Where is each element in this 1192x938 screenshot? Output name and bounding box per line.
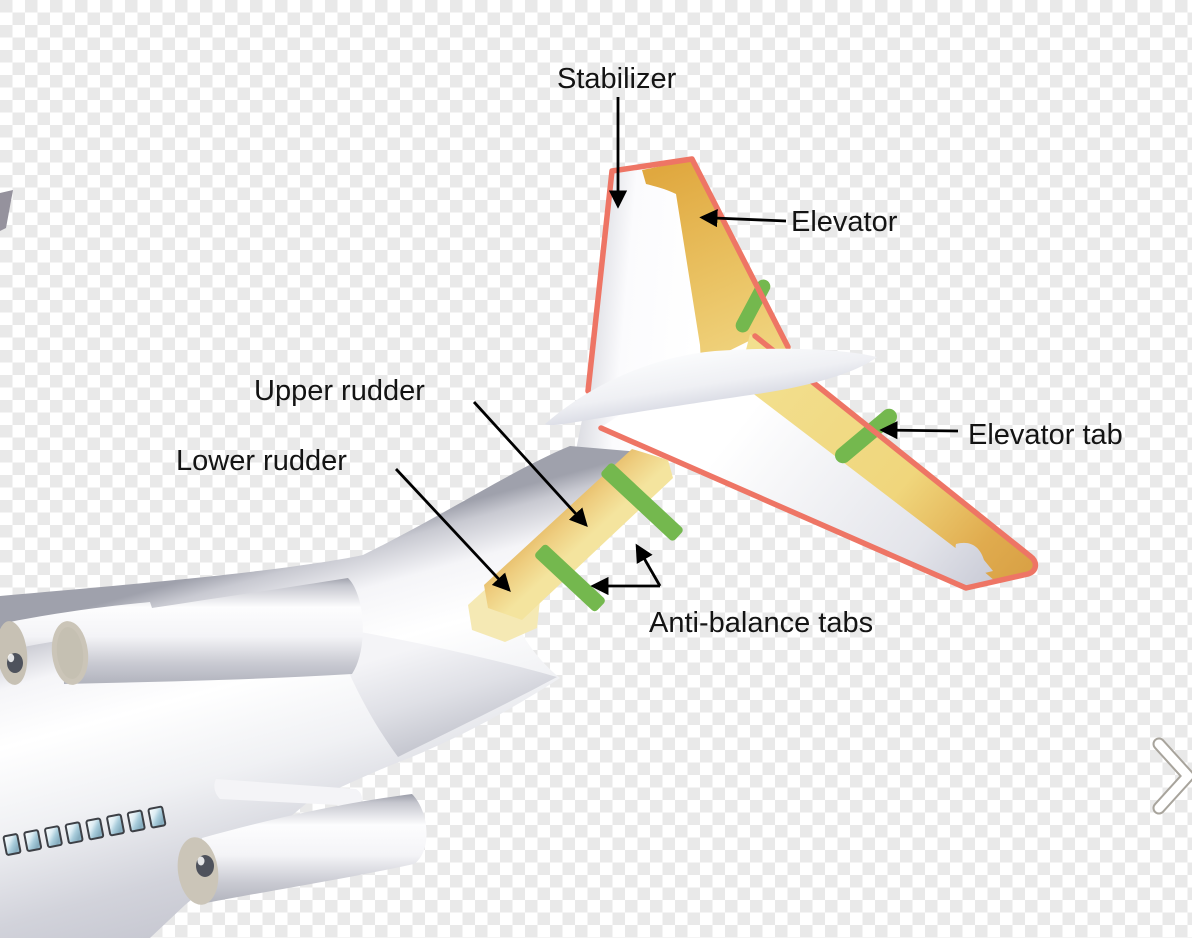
cabin-window [44, 825, 63, 849]
elevator-leader [699, 209, 787, 228]
stabilizer-outline [598, 333, 1039, 591]
elevator-notch [955, 542, 993, 577]
chevron-right-icon-face [1154, 739, 1192, 813]
next-image-button[interactable] [1152, 737, 1192, 815]
engine-nacelles [0, 578, 427, 905]
elevator-tab-leader [879, 421, 959, 440]
tailcone [332, 627, 557, 757]
lower-rudder-leader [394, 468, 511, 592]
anti-balance-tabs-label: Anti-balance tabs [649, 607, 873, 639]
lower-engine-nacelle [202, 794, 427, 903]
anti-balance-leader-upper [635, 543, 662, 587]
elevator-tab-label: Elevator tab [968, 419, 1123, 451]
lower-engine-highlight [197, 856, 205, 866]
cabin-window [126, 809, 146, 833]
upper-rudder-label: Upper rudder [254, 375, 425, 407]
lower-rudder-label: Lower rudder [176, 445, 347, 477]
cabin-window [106, 813, 125, 837]
far-engine-highlight [7, 653, 15, 663]
upper-rudder-leader [472, 401, 588, 528]
lower-anti-balance-tab [535, 544, 605, 612]
far-stabilizer-blade [545, 348, 877, 426]
elevator-label: Elevator [791, 206, 898, 238]
engine-pylon [214, 779, 362, 806]
leader-lines [394, 97, 959, 596]
fin-outline [585, 156, 791, 394]
labels: Stabilizer Elevator Elevator tab Upper r… [176, 63, 1123, 639]
cabin-windows [2, 805, 167, 856]
stabilizer-label: Stabilizer [557, 63, 677, 95]
upper-engine-inlet-shade [56, 627, 84, 679]
upper-anti-balance-tab [601, 463, 683, 541]
cabin-window [147, 805, 167, 829]
wing-tip-fragment [0, 190, 13, 231]
upper-engine-nacelle [62, 578, 363, 684]
cabin-window [64, 821, 84, 845]
elevator-surface [738, 334, 1036, 581]
cabin-window [2, 833, 22, 856]
cabin-window [85, 817, 105, 841]
cabin-window [23, 829, 43, 852]
rudder-strip [468, 449, 683, 642]
